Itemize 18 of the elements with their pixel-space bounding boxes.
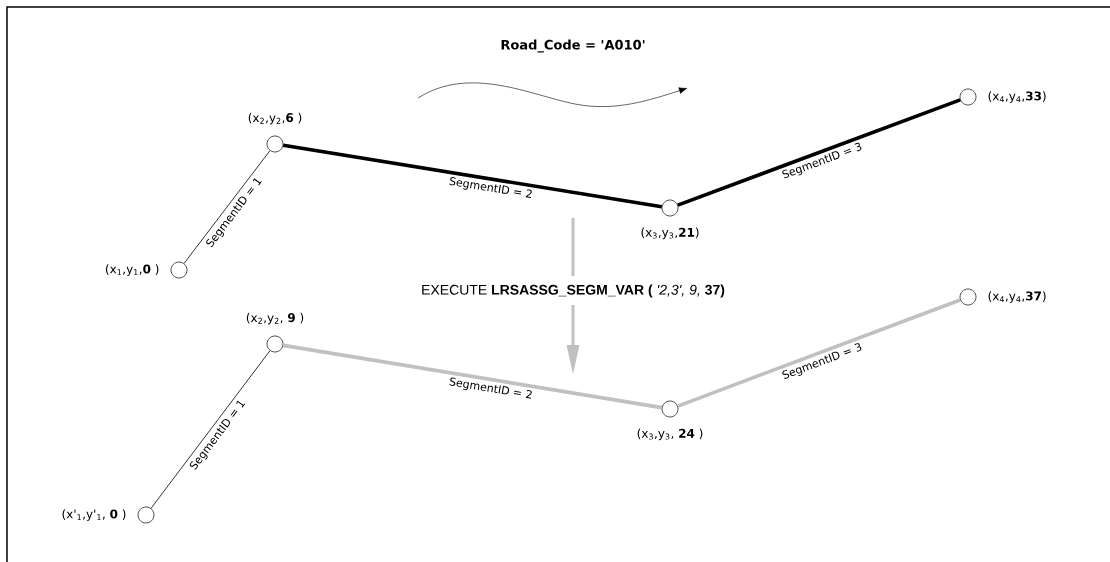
coordinate-label: (x$_{3}$,y$_{3}$,21) [641,227,699,240]
coordinate-label: (x$_{1}$,y$_{1}$,0 ) [105,264,159,276]
line-segment [677,298,961,408]
coordinate-label: (x'$_{1}$,y'$_{1}$, 0 ) [62,509,126,521]
coordinate-label: (x$_{2}$,y$_{2}$, 9 ) [246,312,304,325]
command-text: EXECUTE LRSASSG_SEGM_VAR ( '2,3', 9, 37) [422,284,725,298]
coordinate-label: (x$_{2}$,y$_{2}$,6 ) [248,112,302,125]
title: Road_Code = 'A010' [501,39,645,53]
coordinate-label: (x$_{4}$,y$_{4}$,37) [988,291,1046,303]
edge-label: SegmentID = 2 [447,375,535,403]
edge-label: SegmentID = 2 [447,175,535,202]
line-segment [183,150,271,264]
coordinate-label: (x$_{3}$,y$_{3}$, 24 ) [637,428,703,441]
line-segment [677,98,961,207]
line-segment [282,143,663,209]
line-segment [282,343,663,410]
line-segment [150,350,271,509]
coordinate-label: (x$_{4}$,y$_{4}$,33) [988,91,1046,103]
